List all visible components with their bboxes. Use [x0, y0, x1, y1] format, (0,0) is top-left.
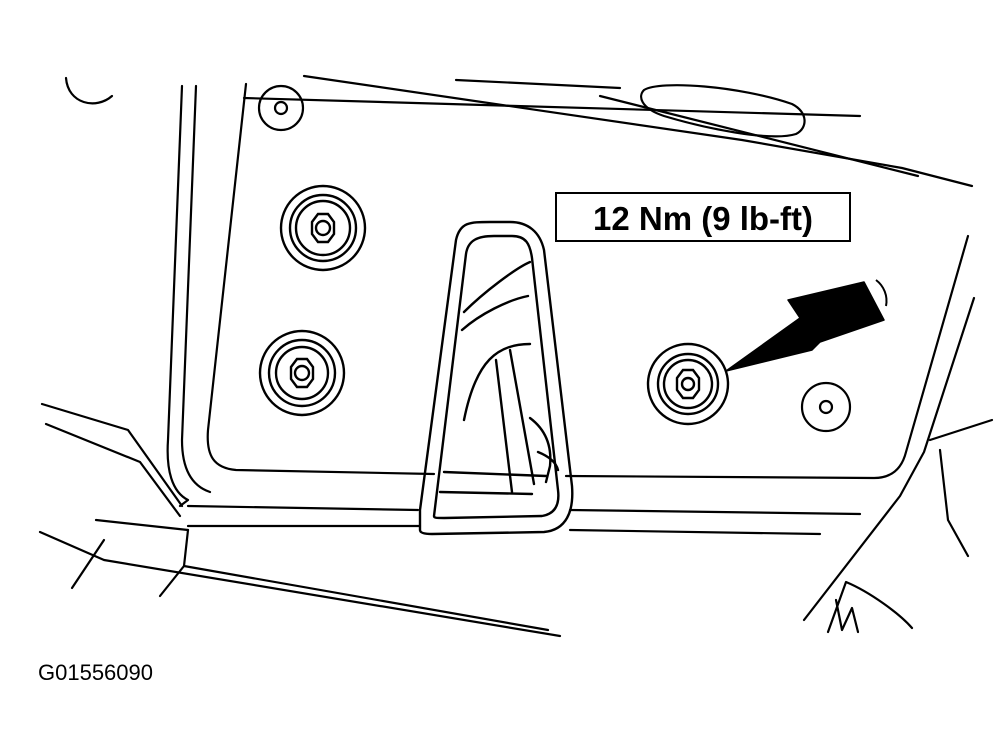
torque-callout: 12 Nm (9 lb-ft): [555, 192, 851, 242]
torque-spec-label: 12 Nm (9 lb-ft): [593, 200, 813, 237]
latch-striker: [418, 220, 574, 536]
figure-id-label: G01556090: [38, 660, 153, 685]
door-panel-outline: [38, 74, 994, 638]
torque-callout-frame: [555, 192, 851, 242]
locator-hole-right: [800, 381, 852, 433]
bolt-right-indicated: [646, 342, 730, 426]
bolt-lower-left: [258, 329, 346, 417]
locator-hole-top: [257, 84, 305, 132]
pointer-arrow: [725, 279, 888, 372]
bolt-upper-left: [279, 184, 367, 272]
